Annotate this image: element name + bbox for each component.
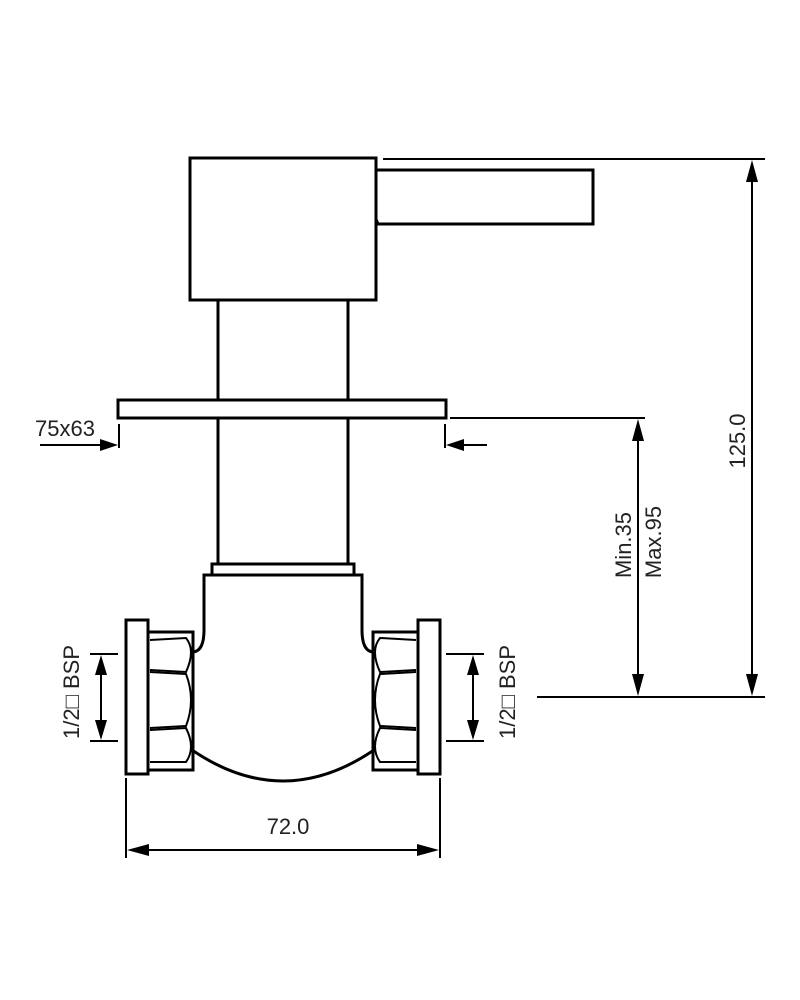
- arrowhead: [417, 844, 439, 856]
- arrowhead: [127, 844, 149, 856]
- arrowhead: [446, 439, 464, 451]
- valve-body: [116, 156, 595, 783]
- arrowhead: [746, 160, 758, 182]
- width-label: 72.0: [267, 814, 310, 839]
- right-flange: [416, 618, 442, 776]
- spindle-lower: [216, 416, 350, 566]
- arrowhead: [95, 720, 107, 740]
- spindle-upper: [216, 298, 350, 402]
- overall-height-dimension: 125.0: [383, 158, 765, 698]
- left-thread-label: 1/2□ BSP: [59, 645, 84, 739]
- arrowhead: [632, 674, 644, 696]
- right-hex-nut: [371, 630, 421, 772]
- spindle-collar: [210, 562, 356, 577]
- width-dimension: 72.0: [125, 778, 441, 858]
- arrowhead: [467, 720, 479, 740]
- wall-max-label: Max.95: [641, 506, 666, 578]
- arrowhead: [95, 655, 107, 675]
- overall-height-label: 125.0: [725, 413, 750, 468]
- plate-size-label: 75x63: [35, 416, 95, 441]
- lever-handle: [369, 168, 595, 226]
- arrowhead: [467, 655, 479, 675]
- left-hex-nut: [145, 630, 195, 772]
- left-thread-callout: 1/2□ BSP: [59, 645, 118, 742]
- wall-depth-dimension: Min.35 Max.95: [450, 417, 666, 696]
- cover-plate: [116, 398, 448, 420]
- wall-min-label: Min.35: [611, 512, 636, 578]
- arrowhead: [100, 439, 118, 451]
- right-thread-callout: 1/2□ BSP: [446, 645, 520, 742]
- right-thread-label: 1/2□ BSP: [495, 645, 520, 739]
- plate-size-callout: 75x63: [35, 416, 487, 451]
- left-flange: [124, 618, 150, 776]
- handle-cap: [188, 156, 378, 302]
- valve-housing: [190, 573, 376, 783]
- arrowhead: [746, 674, 758, 696]
- arrowhead: [632, 419, 644, 441]
